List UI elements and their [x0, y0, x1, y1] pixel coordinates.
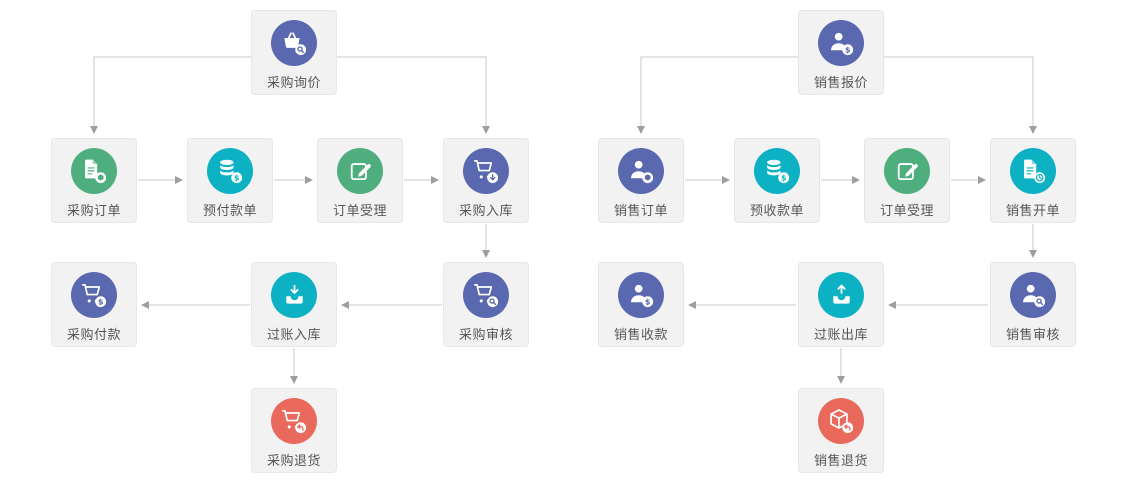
node-sales-order-acceptance[interactable]: 订单受理 — [864, 138, 950, 223]
node-label-sales-return: 销售退货 — [813, 454, 868, 469]
svg-text:$: $ — [844, 45, 849, 54]
node-sales-billing[interactable]: 销售开单 — [990, 138, 1076, 223]
connector-quotation-to-sales-order — [637, 56, 798, 134]
svg-text:$: $ — [644, 297, 649, 306]
cube-return-icon — [818, 398, 864, 444]
node-advance-receipt-bill[interactable]: $ 预收款单 — [734, 138, 820, 223]
cart-download-icon — [463, 148, 509, 194]
coins-dollar-icon: $ — [754, 148, 800, 194]
node-sales-review[interactable]: 销售审核 — [990, 262, 1076, 347]
tray-upload-icon — [818, 272, 864, 318]
node-label-sales-review: 销售审核 — [1005, 328, 1060, 343]
coins-dollar-icon: $ — [207, 148, 253, 194]
node-purchase-inquiry[interactable]: 采购询价 — [251, 10, 337, 95]
node-label-sales-collection: 销售收款 — [613, 328, 668, 343]
person-search-icon — [1010, 272, 1056, 318]
node-label-purchase-order: 采购订单 — [66, 204, 121, 219]
node-purchase-return[interactable]: 采购退货 — [251, 388, 337, 473]
svg-text:$: $ — [233, 173, 238, 182]
node-label-sales-quotation: 销售报价 — [813, 76, 868, 91]
node-sales-quotation[interactable]: $ 销售报价 — [798, 10, 884, 95]
cart-return-icon — [271, 398, 317, 444]
node-purchase-order[interactable]: 采购订单 — [51, 138, 137, 223]
node-posting-outbound[interactable]: 过账出库 — [798, 262, 884, 347]
node-label-purchase-order-acceptance: 订单受理 — [332, 204, 387, 219]
node-sales-collection[interactable]: $ 销售收款 — [598, 262, 684, 347]
person-dollar-icon: $ — [618, 272, 664, 318]
person-price-icon: $ — [818, 20, 864, 66]
node-label-prepayment-bill: 预付款单 — [202, 204, 257, 219]
node-label-sales-billing: 销售开单 — [1005, 204, 1060, 219]
node-label-purchase-inquiry: 采购询价 — [266, 76, 321, 91]
node-label-purchase-payment: 采购付款 — [66, 328, 121, 343]
node-prepayment-bill[interactable]: $ 预付款单 — [187, 138, 273, 223]
connector-quotation-to-sales-billing — [884, 56, 1037, 134]
node-purchase-order-acceptance[interactable]: 订单受理 — [317, 138, 403, 223]
svg-text:$: $ — [97, 297, 102, 306]
node-label-sales-order: 销售订单 — [613, 204, 668, 219]
node-label-posting-inbound: 过账入库 — [266, 328, 321, 343]
node-posting-inbound[interactable]: 过账入库 — [251, 262, 337, 347]
node-sales-return[interactable]: 销售退货 — [798, 388, 884, 473]
node-label-purchase-inbound: 采购入库 — [458, 204, 513, 219]
cart-search-icon — [463, 272, 509, 318]
connector-inquiry-to-purchase-inbound — [337, 56, 490, 134]
node-purchase-inbound[interactable]: 采购入库 — [443, 138, 529, 223]
node-label-sales-order-acceptance: 订单受理 — [879, 204, 934, 219]
edit-note-icon — [337, 148, 383, 194]
tray-download-icon — [271, 272, 317, 318]
node-label-posting-outbound: 过账出库 — [813, 328, 868, 343]
svg-text:$: $ — [780, 173, 785, 182]
node-sales-order[interactable]: 销售订单 — [598, 138, 684, 223]
document-cube-icon — [71, 148, 117, 194]
node-label-advance-receipt-bill: 预收款单 — [749, 204, 804, 219]
person-cube-icon — [618, 148, 664, 194]
node-label-purchase-review: 采购审核 — [458, 328, 513, 343]
node-purchase-review[interactable]: 采购审核 — [443, 262, 529, 347]
basket-search-icon — [271, 20, 317, 66]
cart-dollar-icon: $ — [71, 272, 117, 318]
edit-note-icon — [884, 148, 930, 194]
connector-inquiry-to-purchase-order — [90, 56, 251, 134]
node-purchase-payment[interactable]: $ 采购付款 — [51, 262, 137, 347]
document-clock-icon — [1010, 148, 1056, 194]
node-label-purchase-return: 采购退货 — [266, 454, 321, 469]
